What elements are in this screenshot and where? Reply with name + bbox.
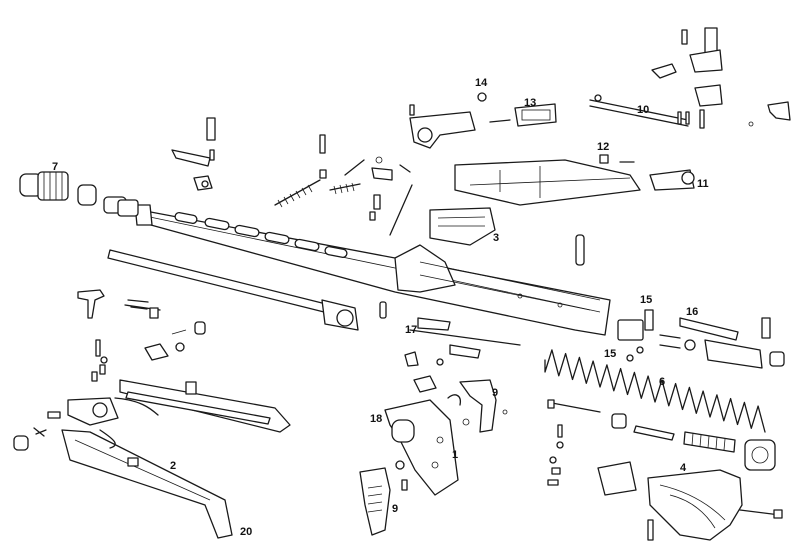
label-15b: 15	[604, 348, 616, 360]
pistol-grip	[359, 460, 408, 536]
label-17: 17	[405, 324, 417, 336]
bolt-parts	[617, 309, 785, 369]
bipod-mount	[67, 379, 291, 449]
label-13: 13	[524, 97, 536, 109]
label-7: 7	[52, 161, 58, 173]
label-18: 18	[370, 413, 382, 425]
cocking-parts	[409, 92, 557, 149]
label-3: 3	[493, 232, 499, 244]
label-20: 20	[240, 526, 252, 538]
label-16: 16	[686, 306, 698, 318]
label-14: 14	[475, 77, 488, 89]
trigger-parts	[379, 301, 521, 433]
label-4: 4	[680, 462, 687, 474]
label-1: 1	[452, 449, 458, 461]
locking-pin	[575, 234, 585, 266]
muzzle-booster	[19, 171, 139, 217]
label-2: 2	[170, 460, 176, 472]
label-9a: 9	[492, 387, 498, 399]
pins-center	[547, 424, 564, 486]
feed-tray	[429, 207, 496, 246]
barrel-jacket	[134, 204, 611, 336]
rear-sight-parts	[171, 117, 216, 191]
label-12: 12	[597, 141, 609, 153]
bipod-small-parts	[13, 289, 206, 451]
feed-arm-parts	[589, 27, 791, 129]
callout-labels: 1 2 3 4 5 6 7 9 9 10 11 12 13 14 15 15 1…	[52, 77, 709, 538]
label-9b: 9	[392, 503, 398, 515]
buttstock	[597, 461, 783, 541]
upper-springs	[274, 134, 413, 236]
feed-cover	[454, 154, 695, 206]
bipod-leg	[61, 429, 233, 539]
label-15a: 15	[640, 294, 652, 306]
buffer-parts	[547, 399, 776, 471]
trigger-housing	[384, 399, 459, 496]
label-11: 11	[697, 178, 709, 190]
barrel	[107, 249, 359, 331]
label-6: 6	[659, 376, 665, 388]
label-10: 10	[637, 104, 649, 116]
recoil-spring	[544, 349, 766, 433]
